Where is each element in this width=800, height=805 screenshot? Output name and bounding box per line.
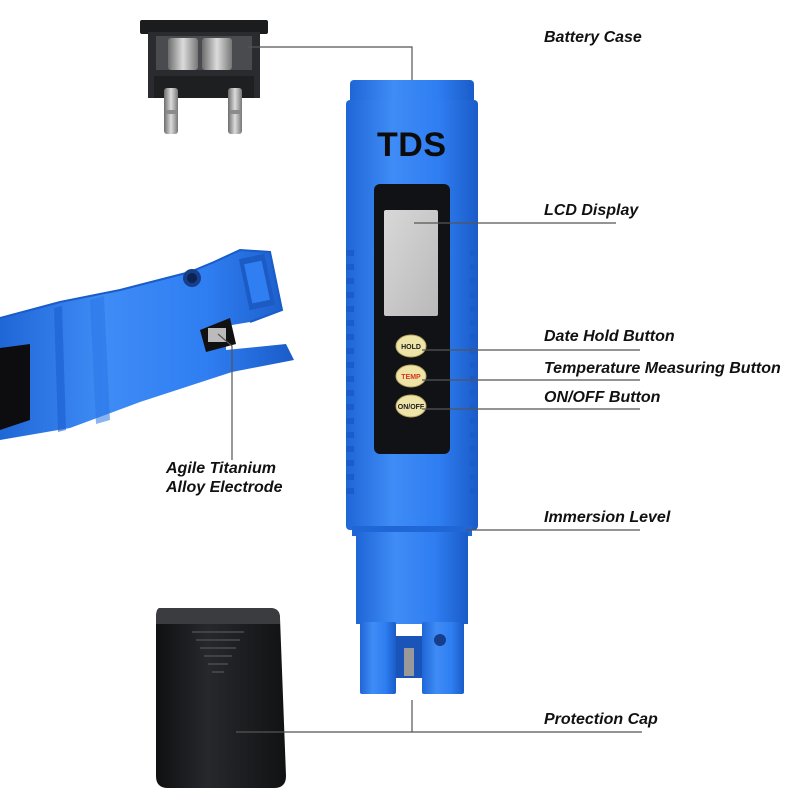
lcd-screen — [384, 210, 438, 316]
grip-ridge — [470, 418, 478, 424]
grip-ridge — [470, 460, 478, 466]
grip-ridge — [346, 278, 354, 284]
grip-ridge — [346, 446, 354, 452]
grip-ridge — [346, 250, 354, 256]
grip-ridge — [470, 250, 478, 256]
label-date-hold-button: Date Hold Button — [544, 328, 675, 345]
tds-pen: HOLD TEMP ON/OFF — [346, 80, 478, 694]
grip-ridge — [470, 278, 478, 284]
grip-ridge — [470, 446, 478, 452]
grip-ridge — [470, 432, 478, 438]
label-electrode-line2: Alloy Electrode — [166, 479, 283, 496]
grip-ridge — [346, 348, 354, 354]
grip-ridge — [470, 334, 478, 340]
grip-ridge — [470, 404, 478, 410]
hold-button[interactable]: HOLD — [395, 334, 427, 358]
label-temperature-button: Temperature Measuring Button — [544, 360, 781, 377]
grip-ridge — [346, 404, 354, 410]
button-label: ON/OFF — [398, 404, 425, 411]
leader-electrode — [217, 333, 233, 460]
grip-ridge — [346, 292, 354, 298]
brand-logo: TDS — [377, 126, 447, 164]
grip-ridge — [470, 264, 478, 270]
label-lcd-display: LCD Display — [544, 202, 639, 219]
grip-ridge — [470, 348, 478, 354]
grip-ridge — [470, 292, 478, 298]
button-label: HOLD — [401, 344, 421, 351]
grip-ridge — [346, 432, 354, 438]
grip-ridge — [346, 418, 354, 424]
grip-ridge — [346, 362, 354, 368]
grip-ridges — [346, 250, 478, 494]
grip-ridge — [346, 474, 354, 480]
leader-lines — [217, 46, 642, 733]
grip-ridge — [346, 264, 354, 270]
temp-button[interactable]: TEMP — [395, 364, 427, 388]
protection-cap — [156, 608, 286, 788]
grip-ridge — [346, 320, 354, 326]
grip-ridge — [346, 376, 354, 382]
grip-ridge — [346, 488, 354, 494]
grip-ridge — [346, 460, 354, 466]
grip-ridge — [470, 488, 478, 494]
grip-ridge — [346, 306, 354, 312]
button-label: TEMP — [401, 374, 421, 381]
grip-ridge — [470, 320, 478, 326]
onoff-button[interactable]: ON/OFF — [395, 394, 427, 418]
leader-battery — [248, 46, 413, 80]
label-battery-case: Battery Case — [544, 29, 642, 46]
label-immersion-level: Immersion Level — [544, 509, 671, 526]
electrode-closeup — [0, 248, 294, 440]
grip-ridge — [470, 376, 478, 382]
grip-ridge — [470, 306, 478, 312]
grip-ridge — [346, 390, 354, 396]
grip-ridge — [470, 474, 478, 480]
grip-ridge — [470, 390, 478, 396]
label-protection-cap: Protection Cap — [544, 711, 658, 728]
grip-ridge — [346, 334, 354, 340]
label-onoff-button: ON/OFF Button — [544, 389, 661, 406]
battery-case — [140, 20, 268, 134]
grip-ridge — [470, 362, 478, 368]
label-electrode: Agile Titanium Alloy Electrode — [166, 459, 306, 497]
label-electrode-line1: Agile Titanium — [166, 460, 276, 477]
